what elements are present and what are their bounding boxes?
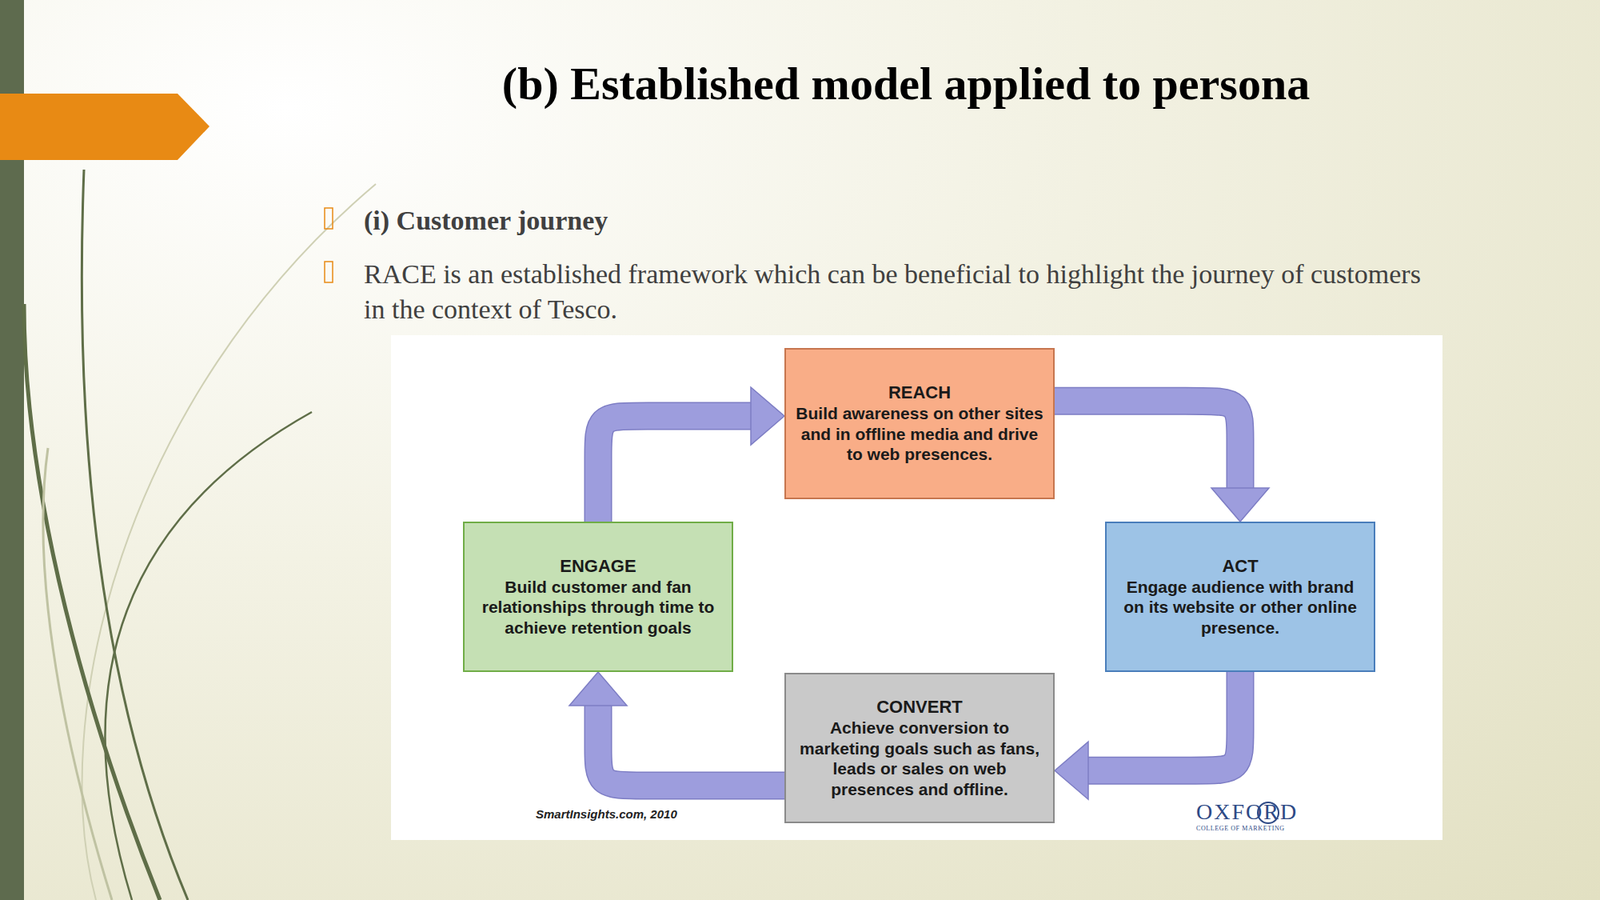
arrow-shaft (1088, 671, 1241, 771)
cycle-arrow (598, 387, 785, 522)
bullet-mark (324, 261, 333, 283)
arrow-outline (1054, 400, 1241, 488)
convert-box: CONVERTAchieve conversion to marketing g… (784, 672, 1055, 823)
box-body: Engage audience with brand on its websit… (1116, 576, 1365, 639)
decor-curve (43, 447, 112, 900)
arrow-outline (598, 705, 785, 786)
box-body: Build customer and fan relationships thr… (474, 576, 723, 639)
arrow-head (569, 671, 627, 706)
logo-subtext: COLLEGE OF MARKETING (1196, 824, 1357, 833)
decor-curve (104, 411, 312, 900)
arrow-head (1211, 487, 1269, 522)
decor-curve (82, 183, 376, 900)
cycle-arrow (1054, 671, 1241, 799)
source-credit: SmartInsights.com, 2010 (535, 805, 744, 822)
box-heading: ACT (1221, 555, 1258, 577)
arrow-head (1054, 741, 1089, 799)
arrow-shaft (598, 705, 785, 786)
cycle-arrow (1054, 400, 1269, 522)
logo-text: OXFORD (1196, 798, 1341, 826)
box-heading: ENGAGE (559, 555, 636, 577)
reach-box: REACHBuild awareness on other sites and … (784, 347, 1055, 499)
box-body: Achieve conversion to marketing goals su… (795, 717, 1044, 799)
box-heading: REACH (888, 382, 951, 403)
arrow-shaft (1054, 400, 1241, 488)
arrow-shaft (598, 415, 751, 522)
arrow-outline (598, 415, 751, 522)
box-body: Build awareness on other sites and in of… (795, 402, 1044, 465)
decor-curve (81, 169, 188, 900)
engage-box: ENGAGEBuild customer and fan relationshi… (462, 521, 734, 672)
slide-title: (b) Established model applied to persona (362, 55, 1450, 112)
act-box: ACTEngage audience with brand on its web… (1105, 521, 1376, 672)
bullet-text: RACE is an established framework which c… (363, 256, 1428, 328)
decor-curve (23, 303, 160, 900)
figure-panel (391, 335, 1443, 840)
arrow-head (750, 387, 785, 445)
orange-tab (0, 93, 210, 160)
cycle-arrow (569, 671, 785, 786)
bullet-heading: (i) Customer journey (363, 203, 1428, 239)
box-heading: CONVERT (876, 696, 963, 718)
arrow-outline (1088, 671, 1241, 771)
bullet-mark (324, 207, 333, 229)
